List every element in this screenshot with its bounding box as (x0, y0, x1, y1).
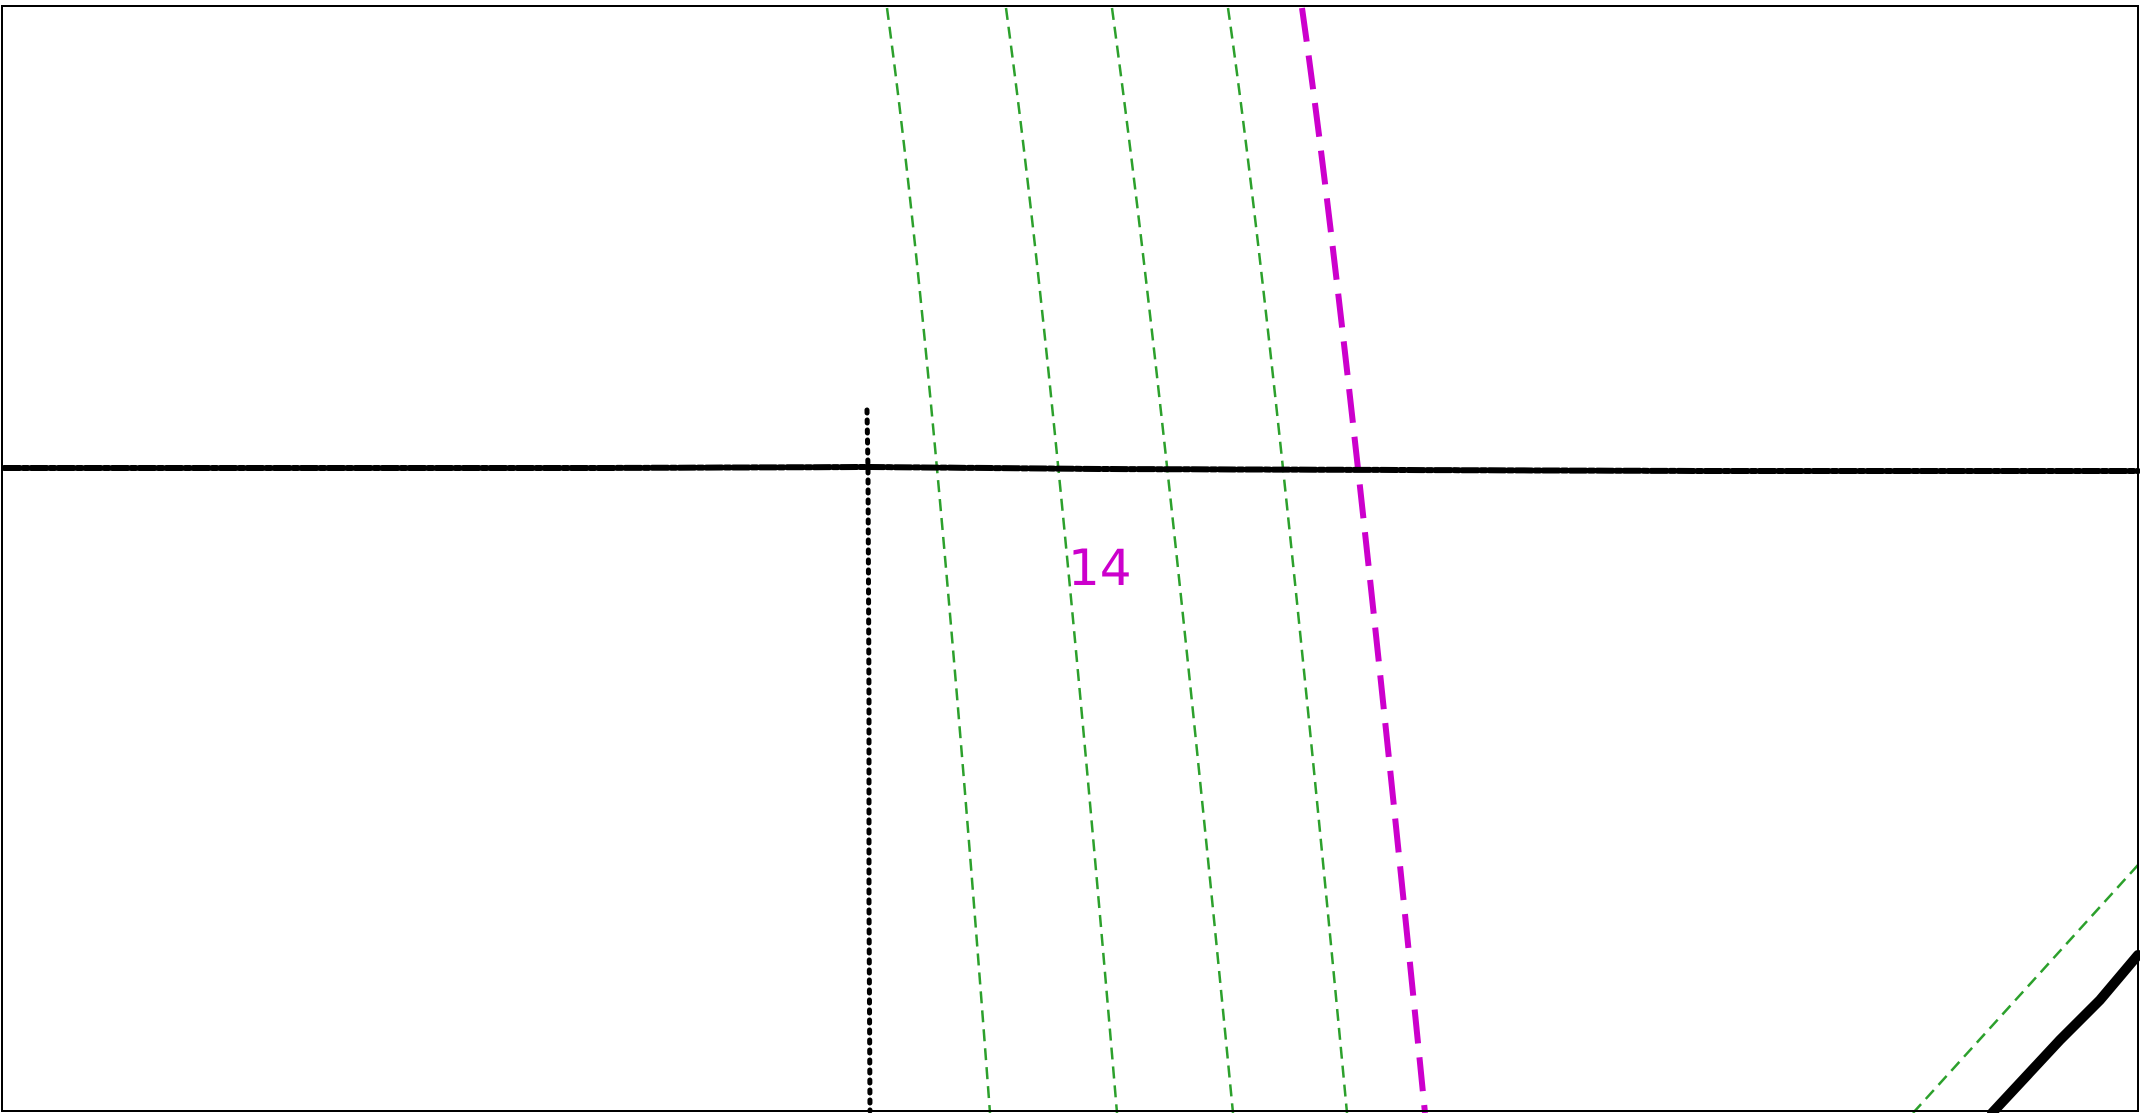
boundary-vertical (864, 407, 873, 1113)
map-frame-border (1, 5, 2139, 1112)
zone-label: 14 (1068, 539, 1132, 597)
boundary-horizontal (1, 463, 2140, 474)
boundary-diagonal (1987, 950, 2140, 1113)
highlight-line (1299, 7, 1428, 1113)
contour-line (1226, 7, 1349, 1113)
contour-line (885, 7, 992, 1113)
contour-lines (885, 7, 2139, 1113)
contour-line (1110, 7, 1235, 1113)
contour-line (1004, 7, 1119, 1113)
boundary-lines (1, 407, 2140, 1113)
